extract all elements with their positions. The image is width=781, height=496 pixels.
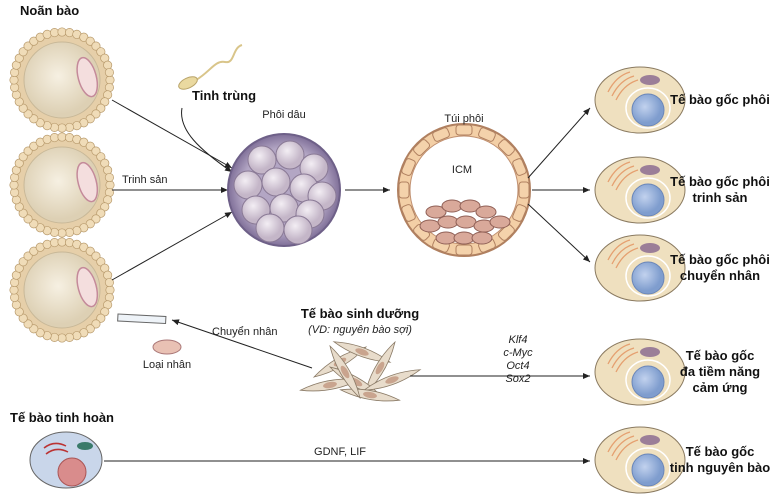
somatic-subtitle: (VD: nguyên bào sợi)	[308, 324, 412, 336]
fibroblast	[362, 369, 422, 391]
blastocyst	[397, 123, 531, 257]
gdnf-lif-label: GDNF, LIF	[314, 446, 366, 458]
stem-cell	[594, 156, 686, 224]
morula-label: Phôi dâu	[262, 109, 305, 121]
testis-cell	[29, 431, 103, 489]
stem-cell-label: Tế bào gốc	[686, 444, 755, 459]
arrow-nt-to-morula	[111, 211, 233, 281]
blastomere	[261, 167, 291, 197]
stem-cell-label: đa tiềm năng	[680, 364, 760, 379]
arrow-nuclear-transfer	[171, 319, 313, 369]
icm-cell	[455, 215, 477, 229]
stem-cell-label: chuyển nhân	[680, 268, 760, 283]
stem-cell-label: tinh nguyên bào	[670, 460, 770, 475]
oocyte-group	[9, 27, 115, 343]
icm-cell	[459, 199, 481, 213]
arrow-oocyte-to-morula	[111, 99, 233, 169]
morula	[227, 133, 341, 247]
stem-cell	[594, 66, 686, 134]
sperm-icon	[178, 44, 243, 90]
stem-cell-label: trinh sản	[693, 190, 748, 205]
oocyte-label: Noãn bào	[20, 3, 79, 18]
icm-cell	[419, 219, 441, 233]
icm-cell	[435, 231, 457, 245]
arrow-to-ntesc	[527, 203, 591, 263]
stem-cell	[594, 338, 686, 406]
enucleation-label: Loại nhân	[143, 359, 191, 371]
testis-cell-label: Tế bào tinh hoàn	[10, 410, 114, 425]
icm-cell	[425, 205, 447, 219]
parthenogenesis-label: Trinh sản	[122, 174, 167, 186]
blastomere	[247, 145, 277, 175]
icm-cell	[437, 215, 459, 229]
blastomere	[255, 213, 285, 243]
icm-label: ICM	[452, 164, 472, 176]
icm-cell	[441, 199, 463, 213]
blastomere	[283, 215, 313, 245]
icm-cell	[475, 205, 497, 219]
blastomere	[275, 140, 305, 170]
factor-label: Oct4	[506, 360, 529, 372]
blastomere	[233, 170, 263, 200]
arrow-to-esc	[527, 107, 591, 179]
micropipette-icon	[117, 313, 167, 325]
factor-label: Sox2	[505, 373, 530, 385]
removed-nucleus	[152, 339, 182, 355]
oocyte	[9, 27, 115, 133]
stem-cell-label: cảm ứng	[693, 380, 748, 395]
factor-label: c-Myc	[503, 347, 533, 359]
factor-label: Klf4	[509, 334, 528, 346]
stem-cell-label: Tế bào gốc phôi	[670, 174, 770, 189]
fibroblast	[329, 344, 361, 400]
icm-cell	[489, 215, 511, 229]
oocyte	[9, 132, 115, 238]
nuclear-transfer-label: Chuyển nhân	[212, 326, 277, 338]
stem-cell	[594, 234, 686, 302]
stem-cell-label: Tế bào gốc phôi	[670, 252, 770, 267]
icm-cell	[453, 231, 475, 245]
stem-cell	[594, 426, 686, 494]
icm-cell	[471, 231, 493, 245]
stem-cell-label: Tế bào gốc	[686, 348, 755, 363]
fibroblasts	[299, 340, 422, 402]
stem-cell-label: Tế bào gốc phôi	[670, 92, 770, 107]
oocyte	[9, 237, 115, 343]
fibroblast	[364, 340, 396, 396]
sperm-label: Tinh trùng	[192, 88, 256, 103]
arrow-sperm-to-morula	[181, 107, 233, 173]
blastocyst-label: Túi phôi	[444, 113, 483, 125]
somatic-title: Tế bào sinh dưỡng	[301, 306, 419, 321]
fibroblast	[332, 341, 392, 363]
